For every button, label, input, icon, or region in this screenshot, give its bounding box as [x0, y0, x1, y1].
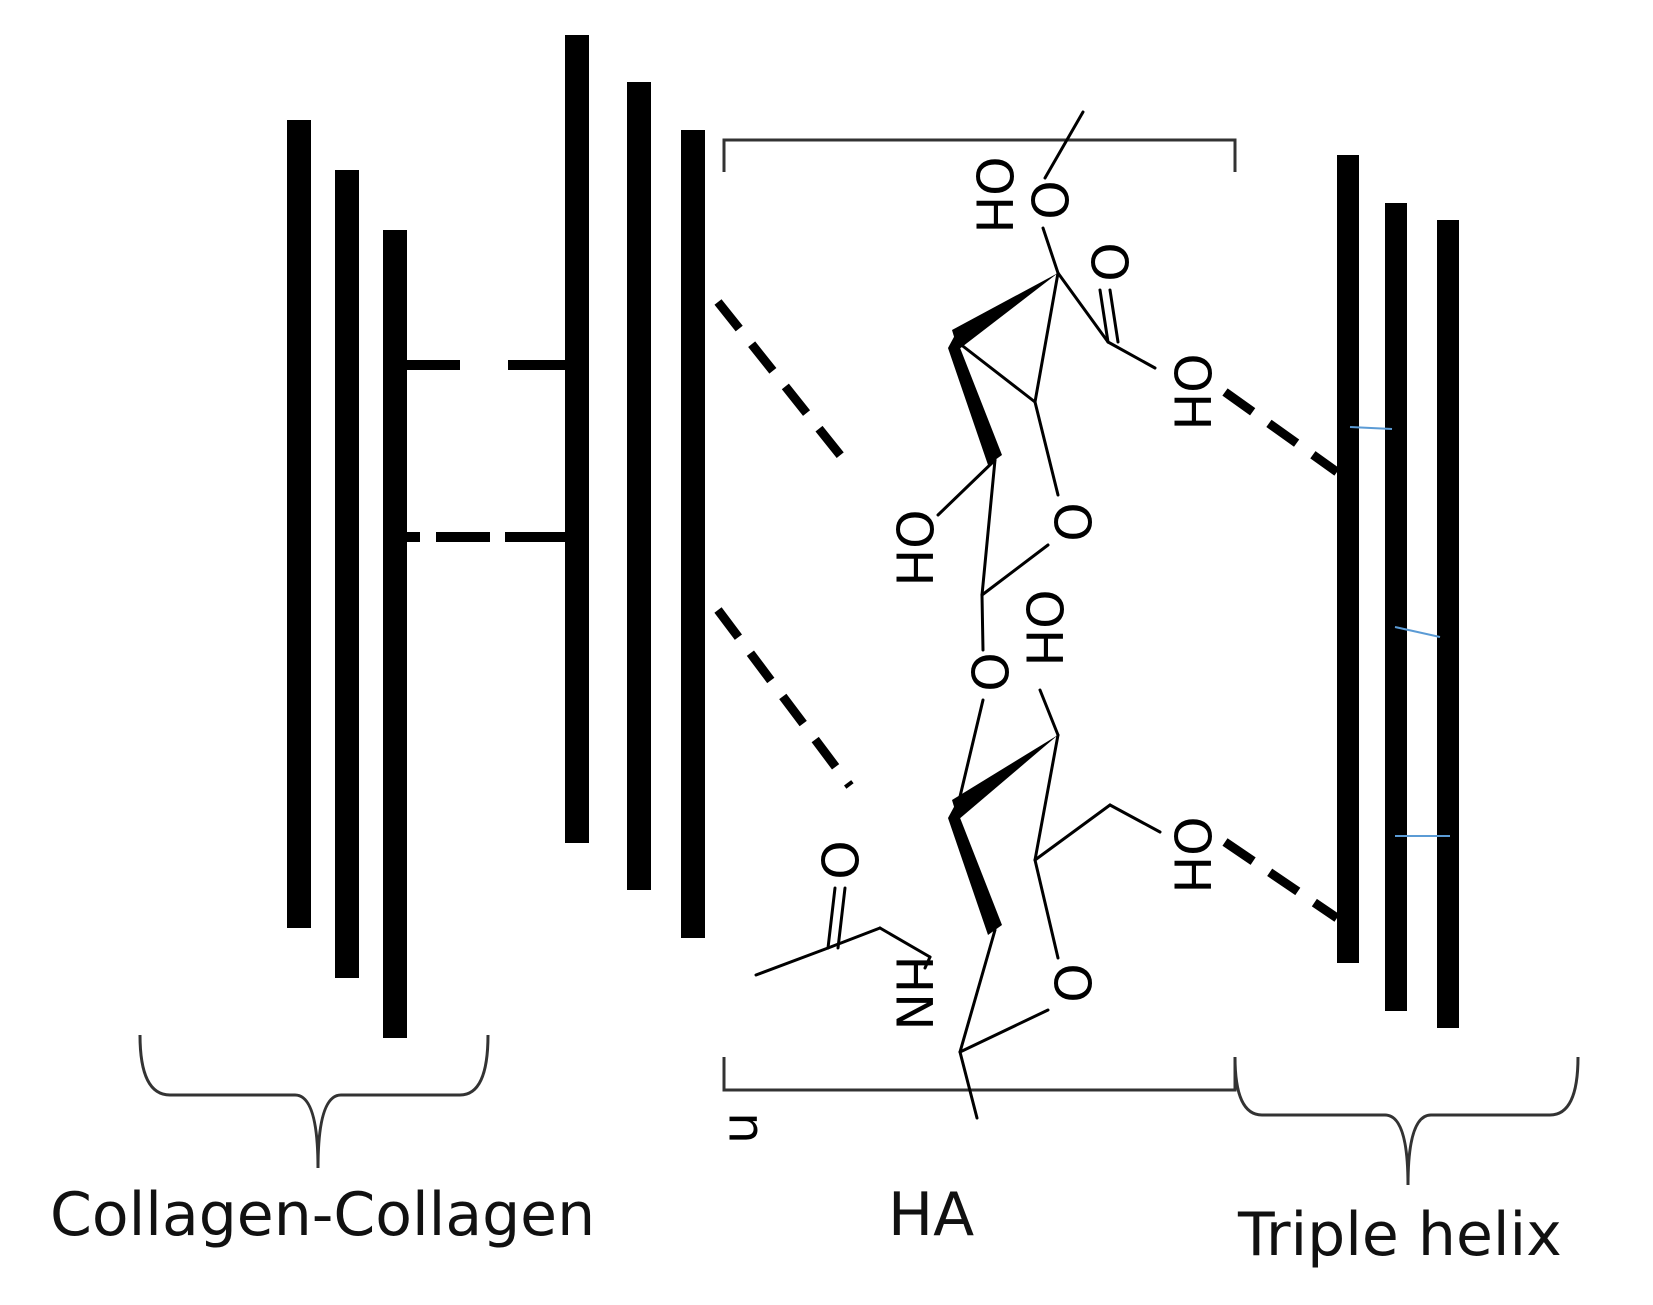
bond: [1033, 858, 1060, 960]
atom-label-oh: OH: [1015, 590, 1073, 667]
bond: [1106, 340, 1157, 370]
collagen-strand: [627, 82, 651, 890]
bond: [958, 1008, 1050, 1054]
bond: [980, 543, 1050, 597]
bond: [1098, 288, 1110, 344]
ha-helix-interaction: [1222, 838, 1340, 922]
collagen-group-middle: [565, 35, 705, 938]
bond: [956, 698, 985, 807]
bond: [1108, 803, 1162, 834]
wedge-bond: [948, 335, 1002, 465]
helix-tick: [1394, 626, 1441, 638]
bond: [754, 946, 830, 977]
collagen-strand: [681, 130, 705, 938]
collagen-crosslinks: [407, 360, 565, 542]
ha-collagen-interaction: [714, 299, 856, 473]
bond: [1041, 226, 1060, 275]
bracket-bottom: [722, 1057, 1237, 1092]
bond: [1033, 271, 1060, 404]
atom-label-o: O: [1043, 963, 1101, 1002]
collagen-strand: [565, 35, 589, 843]
bond: [826, 926, 882, 950]
caption-triple-helix: Triple helix: [1238, 1200, 1562, 1270]
wedge-bonds: [948, 273, 1058, 935]
bond: [826, 886, 837, 950]
atom-label-o: O: [960, 652, 1018, 691]
helix-ticks: [1349, 426, 1450, 837]
bond: [953, 338, 1037, 404]
collagen-strand: [335, 170, 359, 978]
group-braces: [138, 1034, 1580, 1186]
bond: [1056, 271, 1110, 344]
atom-label-oh: OH: [885, 510, 943, 587]
bond: [1038, 688, 1060, 737]
bond: [958, 928, 997, 1054]
bond: [1033, 400, 1060, 497]
caption-collagen-collagen: Collagen-Collagen: [50, 1180, 596, 1250]
repeat-subscript-n: n: [718, 1112, 776, 1144]
bond: [980, 593, 985, 652]
bond: [936, 458, 997, 517]
bond: [1033, 803, 1112, 862]
atom-label-oh: OH: [1163, 354, 1221, 431]
helix-tick: [1349, 426, 1393, 430]
bond: [1033, 733, 1060, 862]
collagen-strand: [383, 230, 407, 1038]
atom-label-oh: OH: [965, 157, 1023, 234]
bond: [1043, 110, 1085, 180]
bond: [878, 926, 932, 959]
helix-strand: [1385, 203, 1407, 1011]
atom-label-o: O: [810, 840, 868, 879]
helix-strand: [1337, 155, 1359, 963]
atom-labels: OH O O OH OH O OH O OH O HN O n: [718, 157, 1221, 1144]
collagen-strand: [287, 120, 311, 928]
triple-helix: [1337, 155, 1459, 1028]
helix-strand: [1437, 220, 1459, 1028]
atom-label-oh: OH: [1163, 817, 1221, 894]
ha-interactions: [714, 299, 1340, 922]
bond: [958, 1050, 979, 1120]
bond: [980, 458, 997, 597]
ha-collagen-interaction: [714, 607, 854, 789]
collagen-group-left: [287, 120, 407, 1038]
ha-repeat-bracket: [722, 138, 1237, 1092]
ha-helix-interaction: [1222, 388, 1340, 476]
atom-label-o: O: [1020, 180, 1078, 219]
brace-collagen-collagen: [138, 1034, 490, 1169]
atom-label-hn: HN: [885, 956, 943, 1031]
brace-triple-helix: [1233, 1056, 1580, 1186]
bond: [1108, 288, 1120, 344]
bond: [923, 955, 932, 970]
wedge-bond: [952, 735, 1058, 820]
wedge-bond: [948, 805, 1002, 935]
caption-ha: HA: [888, 1180, 975, 1250]
atom-label-o: O: [1080, 242, 1138, 281]
wedge-bond: [952, 273, 1058, 350]
bond: [836, 886, 847, 950]
atom-label-o: O: [1043, 502, 1101, 541]
bracket-top: [722, 138, 1237, 172]
